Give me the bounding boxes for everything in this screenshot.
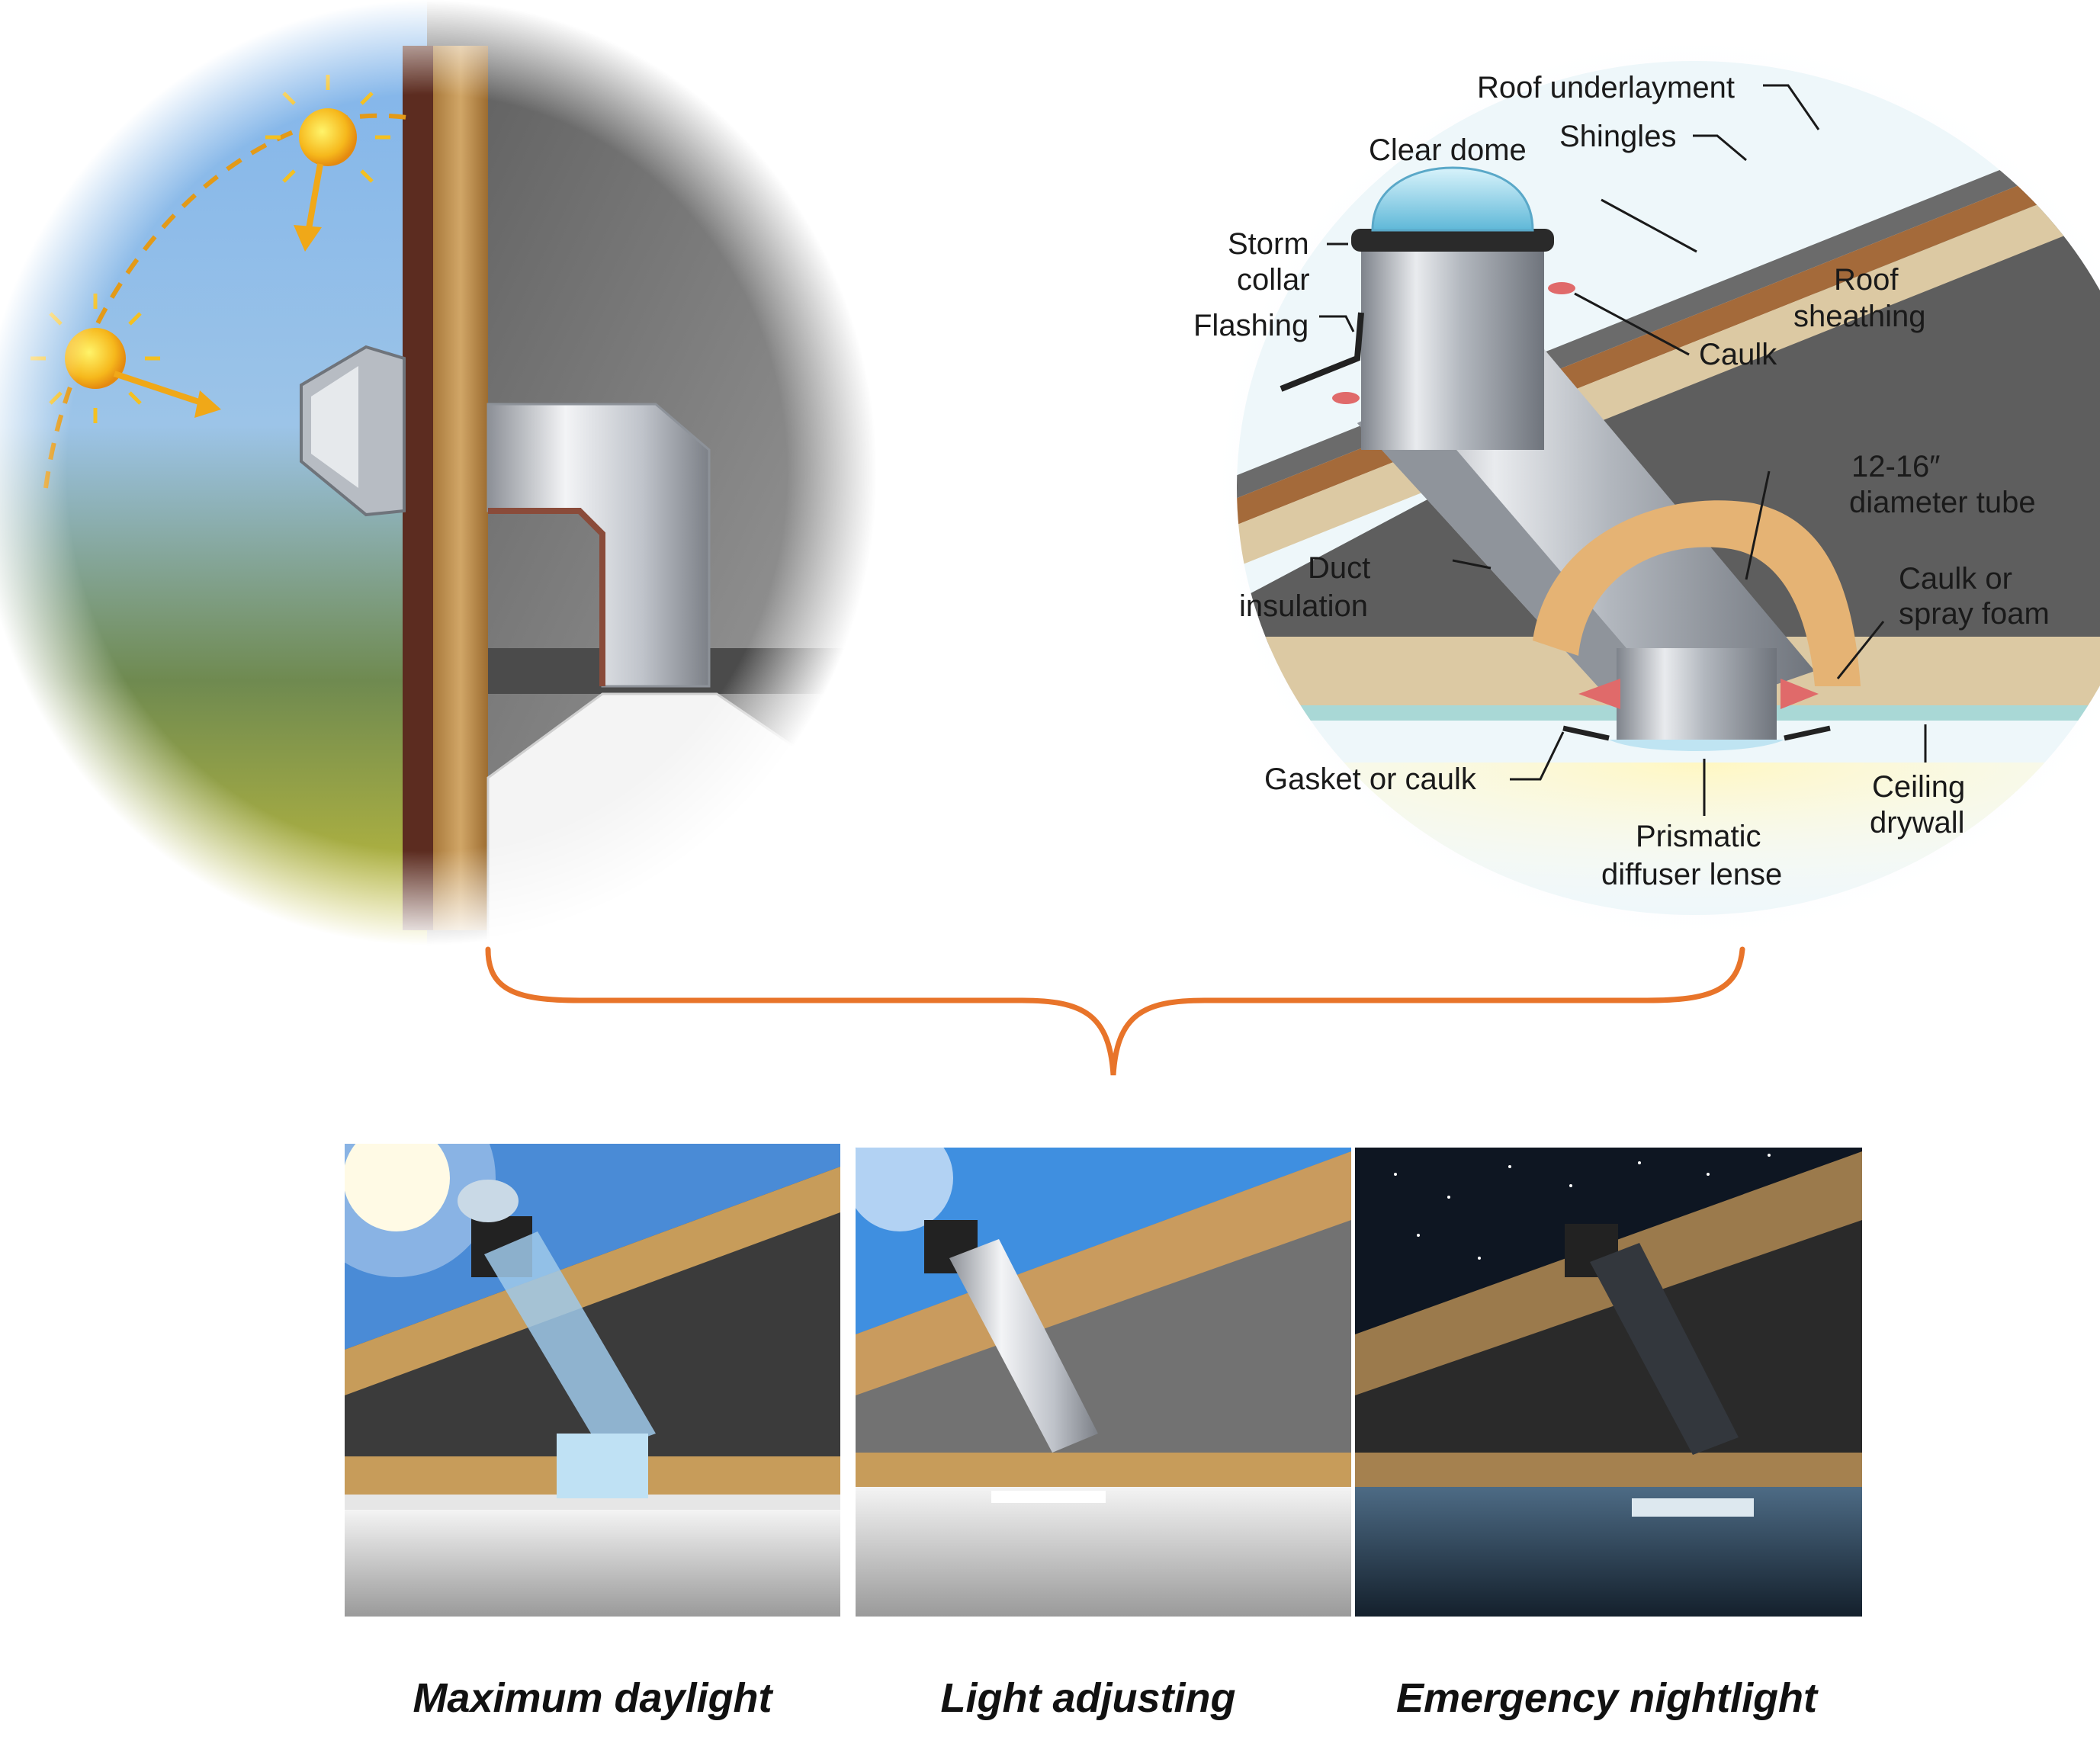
label-storm-collar: Storm xyxy=(1228,227,1309,261)
panel-light-adjusting xyxy=(856,1148,1351,1617)
label-gasket-caulk: Gasket or caulk xyxy=(1264,763,1477,796)
caption-light-adjusting: Light adjusting xyxy=(940,1675,1236,1721)
panel-emergency-nightlight xyxy=(1355,1148,1862,1617)
leader-lines xyxy=(1319,84,1927,816)
label-prismatic-diffuser-2: diffuser lense xyxy=(1601,858,1782,891)
caption-emergency-nightlight: Emergency nightlight xyxy=(1395,1675,1818,1721)
label-caulk-spray-foam: Caulk or xyxy=(1899,562,2012,596)
wall-tube-illustration xyxy=(0,0,886,947)
sun-icon xyxy=(265,75,390,252)
sun-icon xyxy=(31,294,221,423)
label-clear-dome: Clear dome xyxy=(1369,133,1527,167)
grouping-brace xyxy=(485,946,1745,1076)
label-roof-sheathing: Roof xyxy=(1834,263,1899,297)
label-flashing: Flashing xyxy=(1193,309,1308,342)
label-caulk-spray-foam-2: spray foam xyxy=(1899,597,2050,631)
label-storm-collar-2: collar xyxy=(1237,263,1310,297)
label-shingles: Shingles xyxy=(1559,120,1676,153)
caption-maximum-daylight: Maximum daylight xyxy=(413,1675,772,1721)
label-ceiling-drywall-2: drywall xyxy=(1870,806,1964,840)
panel-maximum-daylight xyxy=(345,1144,840,1617)
label-caulk: Caulk xyxy=(1699,338,1777,371)
label-tube-diameter-2: diameter tube xyxy=(1849,486,2036,519)
label-duct-insulation-2: insulation xyxy=(1239,589,1368,623)
label-prismatic-diffuser: Prismatic xyxy=(1636,820,1761,853)
label-tube-diameter: 12-16″ xyxy=(1851,450,1940,483)
label-roof-sheathing-2: sheathing xyxy=(1793,300,1925,333)
diagram-labels: Roof underlayment Shingles Clear dome St… xyxy=(1193,71,2050,891)
label-duct-insulation: Duct xyxy=(1308,551,1370,585)
label-roof-underlayment: Roof underlayment xyxy=(1477,71,1735,104)
label-ceiling-drywall: Ceiling xyxy=(1872,770,1965,804)
